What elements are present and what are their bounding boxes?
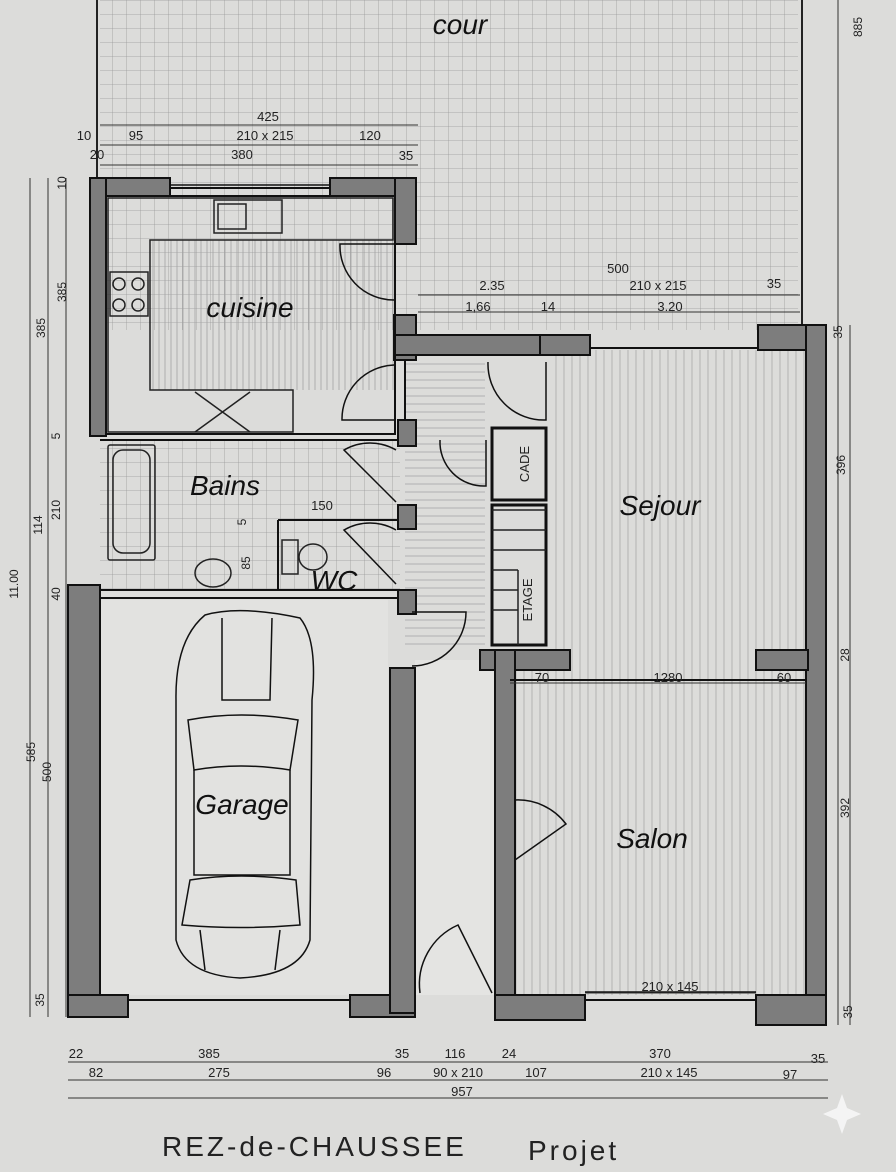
label-garage: Garage <box>195 789 288 820</box>
dim-385-left-inner: 385 <box>55 282 69 302</box>
dim-585: 585 <box>24 742 38 762</box>
car-drawing <box>175 609 315 979</box>
dim-957: 957 <box>451 1084 473 1099</box>
dim-90x210: 90 x 210 <box>433 1065 483 1080</box>
dim-500-left: 500 <box>40 762 54 782</box>
dim-1-66: 1,66 <box>465 299 490 314</box>
dim-82: 82 <box>89 1065 103 1080</box>
dim-5-left: 5 <box>49 432 63 439</box>
dim-11-00: 11.00 <box>7 569 21 598</box>
dim-1280: 1280 <box>654 670 683 685</box>
dim-28: 28 <box>838 648 852 662</box>
garage-floor <box>88 600 388 995</box>
dim-380: 380 <box>231 147 253 162</box>
dim-500-mid: 500 <box>607 261 629 276</box>
kitchen-floor <box>150 240 395 390</box>
plan-subtitle: Projet <box>528 1135 619 1166</box>
dim-35-bottom-a: 35 <box>395 1046 409 1061</box>
label-salon: Salon <box>616 823 688 854</box>
dim-150: 150 <box>311 498 333 513</box>
dim-385-bottom: 385 <box>198 1046 220 1061</box>
dim-210x215-top: 210 x 215 <box>236 128 293 143</box>
dim-24: 24 <box>502 1046 516 1061</box>
dim-10-left: 10 <box>55 176 69 190</box>
sparkle-icon <box>823 1094 861 1134</box>
dim-60: 60 <box>777 670 791 685</box>
dim-114: 114 <box>31 515 45 534</box>
kitchen-fixtures <box>107 197 546 645</box>
label-cuisine: cuisine <box>206 292 293 323</box>
label-cade: CADE <box>517 446 532 482</box>
dim-210-left: 210 <box>49 500 63 520</box>
dim-22: 22 <box>69 1046 83 1061</box>
dim-95: 95 <box>129 128 143 143</box>
thin-walls <box>100 187 806 1001</box>
dim-385-left-outer: 385 <box>34 318 48 338</box>
doors <box>170 184 756 994</box>
dim-275: 275 <box>208 1065 230 1080</box>
dim-10-top: 10 <box>77 128 91 143</box>
label-bains: Bains <box>190 470 260 501</box>
label-sejour: Sejour <box>620 490 703 521</box>
dim-392: 392 <box>838 798 852 818</box>
dim-107: 107 <box>525 1065 547 1080</box>
dim-70: 70 <box>535 670 549 685</box>
dim-396: 396 <box>834 455 848 475</box>
dim-85: 85 <box>239 556 253 570</box>
dim-35-right-top: 35 <box>831 325 845 339</box>
dim-2-35: 2.35 <box>479 278 504 293</box>
dim-14: 14 <box>541 299 555 314</box>
dim-40-left: 40 <box>49 587 63 601</box>
dim-425: 425 <box>257 109 279 124</box>
dim-35-right-bottom: 35 <box>841 1005 855 1019</box>
dim-370: 370 <box>649 1046 671 1061</box>
dim-116: 116 <box>445 1046 466 1061</box>
dim-210x145-salon: 210 x 145 <box>641 979 698 994</box>
dim-35-mid: 35 <box>767 276 781 291</box>
dim-35-top: 35 <box>399 148 413 163</box>
dim-97: 97 <box>783 1067 797 1082</box>
dim-35-left: 35 <box>33 993 47 1007</box>
entry-floor <box>415 660 495 995</box>
salon-floor <box>515 670 805 995</box>
dim-96: 96 <box>377 1065 391 1080</box>
label-wc: WC <box>311 565 358 596</box>
label-etage: ETAGE <box>520 578 535 621</box>
walls <box>67 177 827 1026</box>
hall-floor <box>405 360 485 650</box>
label-cour: cour <box>433 9 489 40</box>
dimension-lines <box>29 0 851 1099</box>
dim-210x145-bottom: 210 x 145 <box>640 1065 697 1080</box>
dim-120: 120 <box>359 128 381 143</box>
dim-3-20: 3.20 <box>657 299 682 314</box>
dim-885: 885 <box>851 17 865 37</box>
sejour-floor <box>550 350 805 670</box>
dim-210x215-mid: 210 x 215 <box>629 278 686 293</box>
plan-title: REZ-de-CHAUSSEE <box>162 1131 467 1162</box>
dim-5-bath: 5 <box>235 518 249 525</box>
dim-35-bottom-b: 35 <box>811 1051 825 1066</box>
dim-20-top: 20 <box>90 147 104 162</box>
